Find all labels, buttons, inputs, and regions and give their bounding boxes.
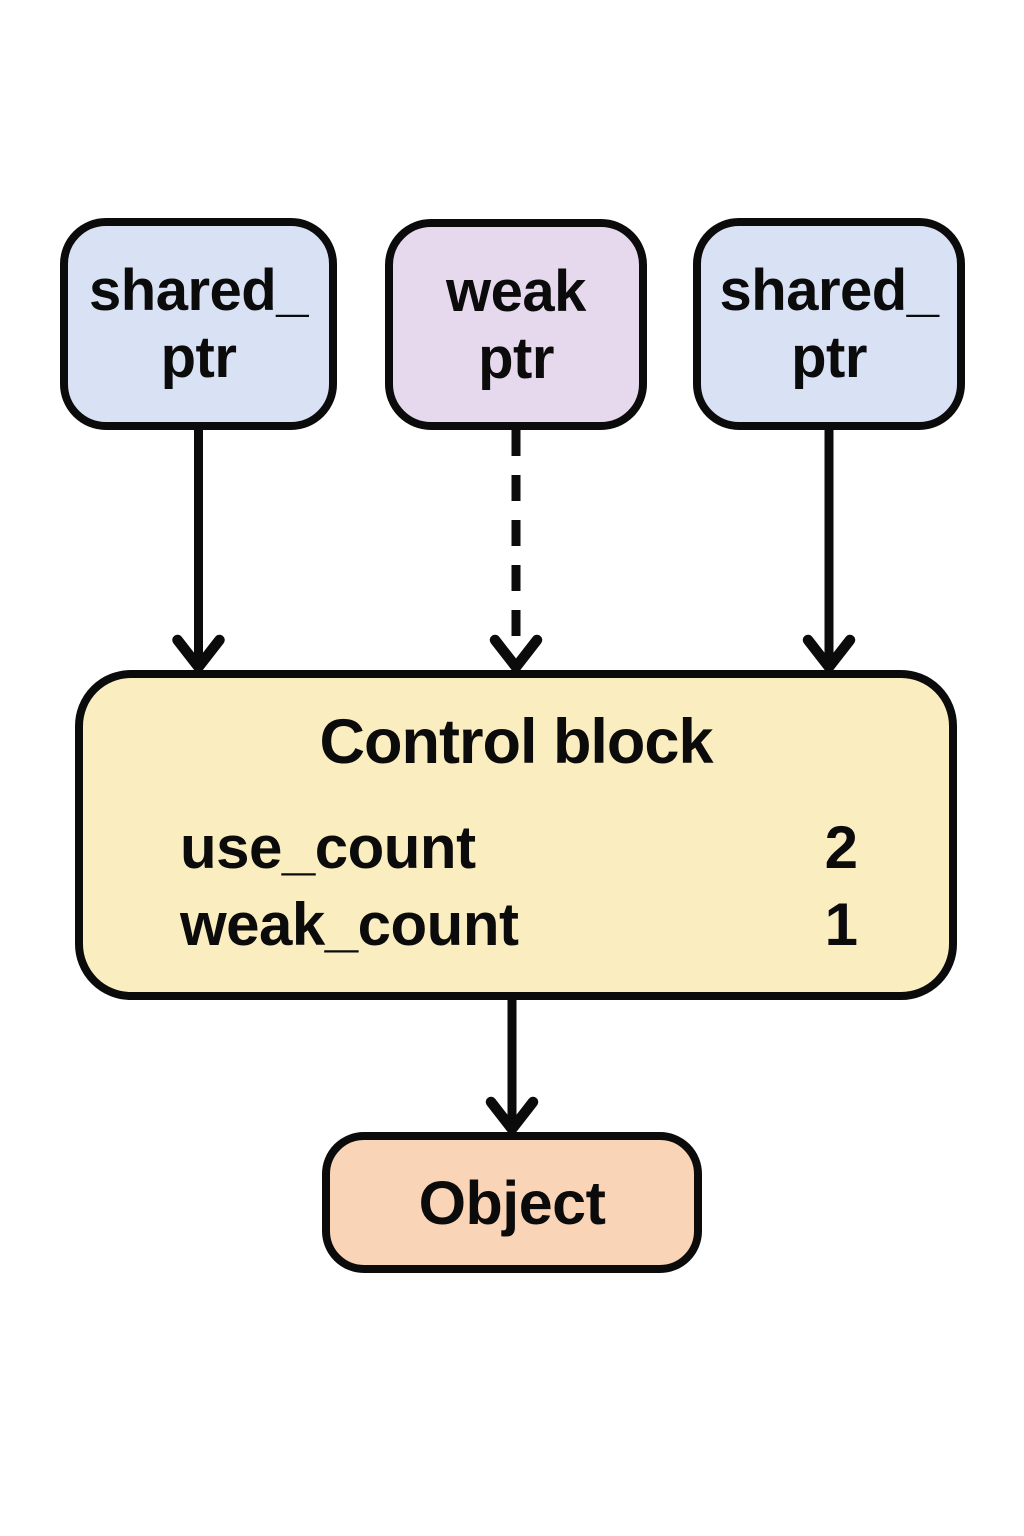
edge-shared-right-to-control	[802, 430, 856, 673]
node-weak-ptr: weak ptr	[385, 219, 647, 430]
node-shared-ptr-left-label-line1: shared_	[89, 258, 308, 323]
node-weak-ptr-label-line2: ptr	[478, 325, 554, 391]
use-count-label: use_count	[180, 814, 476, 881]
node-shared-ptr-right-label-line2: ptr	[791, 325, 867, 390]
edge-weak-to-control	[489, 430, 543, 673]
node-control-block: Control block use_count 2 weak_count 1	[75, 670, 957, 1000]
edge-control-to-object	[485, 1000, 539, 1135]
node-shared-ptr-left-label-line2: ptr	[160, 325, 237, 390]
edge-shared-left-to-control	[172, 430, 225, 673]
arrowhead-icon	[172, 634, 225, 673]
weak-count-value: 1	[824, 891, 858, 958]
object-label: Object	[418, 1168, 606, 1237]
node-object: Object	[322, 1132, 702, 1273]
use-count-value: 2	[824, 814, 858, 881]
control-block-row-use-count: use_count 2	[180, 812, 909, 884]
control-block-row-weak-count: weak_count 1	[180, 889, 909, 961]
arrowhead-icon	[489, 634, 543, 673]
node-shared-ptr-right: shared_ ptr	[693, 218, 965, 430]
arrowhead-icon	[485, 1096, 539, 1135]
node-weak-ptr-label-line1: weak	[446, 258, 586, 324]
node-shared-ptr-left: shared_ ptr	[60, 218, 337, 430]
arrowhead-icon	[802, 634, 856, 673]
control-block-title: Control block	[319, 707, 714, 777]
node-shared-ptr-right-label-line1: shared_	[719, 258, 939, 323]
weak-count-label: weak_count	[180, 891, 519, 958]
